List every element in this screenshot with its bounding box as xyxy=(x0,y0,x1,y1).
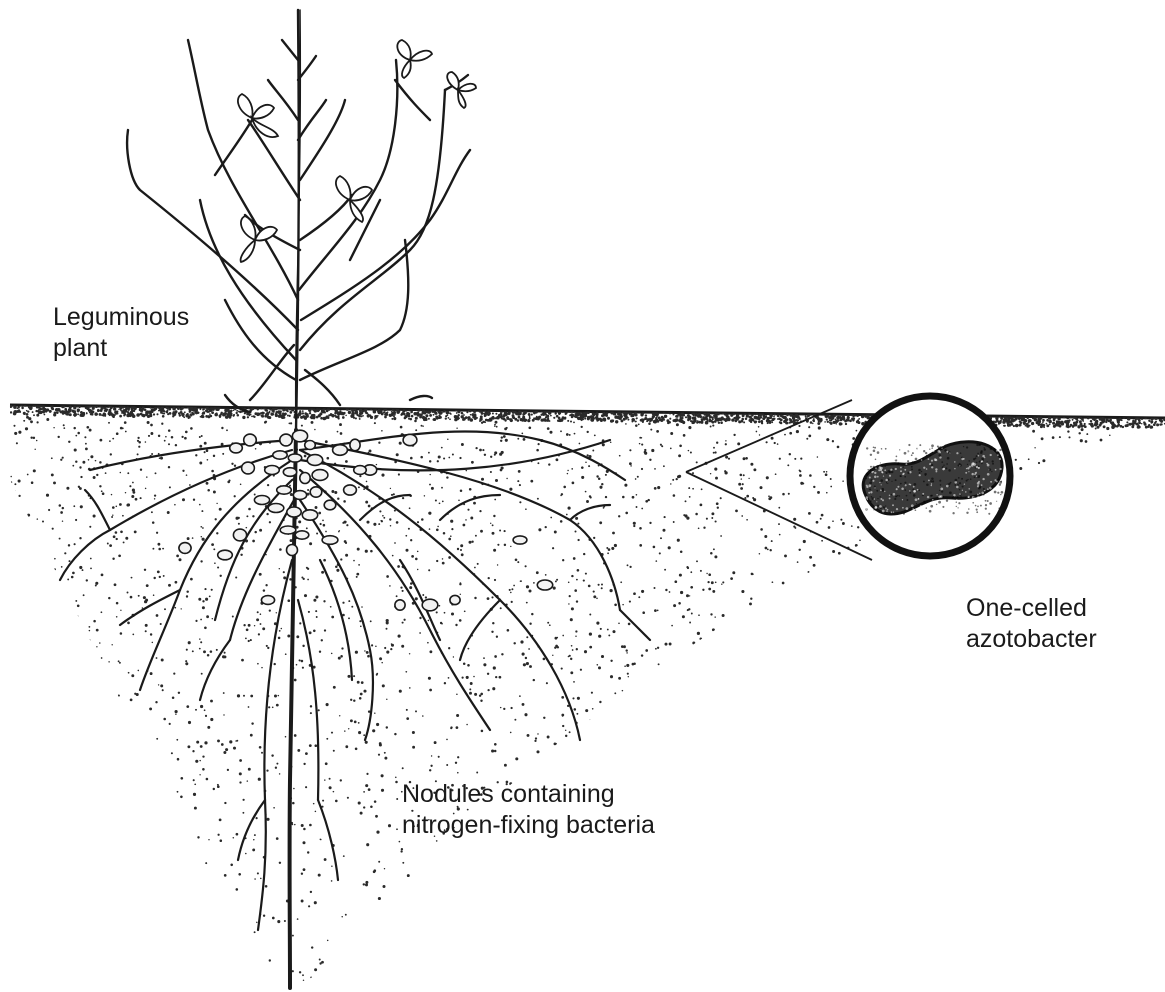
label-nodules: Nodules containing nitrogen-fixing bacte… xyxy=(402,779,655,841)
magnifier-pointer xyxy=(686,400,872,560)
label-nodules-line-2: nitrogen-fixing bacteria xyxy=(402,810,655,841)
root-nodules xyxy=(179,430,553,611)
label-plant-line-1: Leguminous xyxy=(53,302,189,333)
label-azotobacter-line-2: azotobacter xyxy=(966,624,1097,655)
label-azotobacter-line-1: One-celled xyxy=(966,593,1097,624)
plant-roots xyxy=(60,430,650,988)
azotobacter-magnifier xyxy=(850,396,1010,556)
label-leguminous-plant: Leguminous plant xyxy=(53,302,189,364)
plant-shoots xyxy=(127,10,470,430)
label-plant-line-2: plant xyxy=(53,333,189,364)
label-azotobacter: One-celled azotobacter xyxy=(966,593,1097,655)
label-nodules-line-1: Nodules containing xyxy=(402,779,655,810)
